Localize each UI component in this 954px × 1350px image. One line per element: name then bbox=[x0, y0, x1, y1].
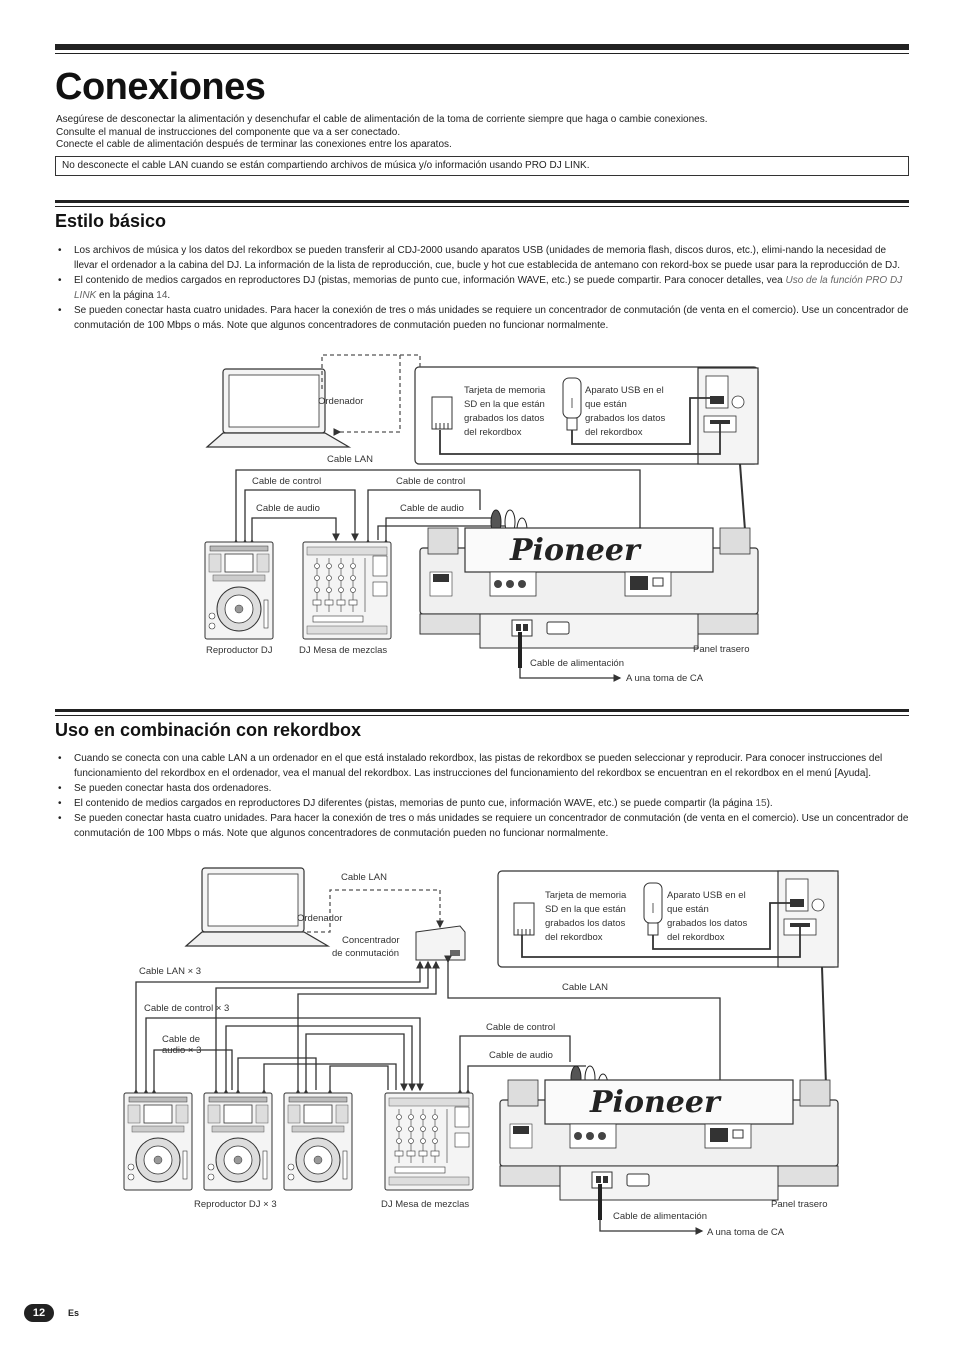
mixer-label: DJ Mesa de mezclas bbox=[299, 645, 387, 656]
svg-text:SD en la que están: SD en la que están bbox=[464, 399, 545, 410]
svg-text:del rekordbox: del rekordbox bbox=[545, 932, 603, 943]
list-item: Se pueden conectar hasta cuatro unidades… bbox=[55, 303, 909, 333]
intro-text: Asegúrese de desconectar la alimentación… bbox=[56, 114, 708, 152]
list-item: Se pueden conectar hasta dos ordenadores… bbox=[55, 781, 909, 796]
svg-text:de conmutación: de conmutación bbox=[332, 948, 399, 959]
lan-cable-right-label: Cable LAN bbox=[562, 982, 608, 993]
control-cable-right-label: Cable de control bbox=[486, 1022, 555, 1033]
page-number: 12 bbox=[24, 1304, 54, 1322]
lan-cable-x3-label: Cable LAN × 3 bbox=[139, 966, 201, 977]
dj-player-icon bbox=[123, 1092, 193, 1191]
ac-outlet-label: A una toma de CA bbox=[626, 673, 704, 684]
section2-bullets: Cuando se conecta con una cable LAN a un… bbox=[55, 751, 909, 841]
mixer-label: DJ Mesa de mezclas bbox=[381, 1199, 469, 1210]
svg-text:Aparato USB en el: Aparato USB en el bbox=[667, 890, 746, 901]
dj-player-x3-label: Reproductor DJ × 3 bbox=[194, 1199, 277, 1210]
dj-player-icon bbox=[283, 1092, 353, 1191]
dj-player-icon bbox=[203, 1092, 273, 1191]
svg-text:Tarjeta de memoria: Tarjeta de memoria bbox=[464, 385, 546, 396]
front-slot-icon bbox=[697, 367, 759, 465]
lan-cable-label: Cable LAN bbox=[327, 454, 373, 465]
computer-icon bbox=[185, 867, 329, 947]
intro-line: Consulte el manual de instrucciones del … bbox=[56, 126, 401, 138]
list-item: Los archivos de música y los datos del r… bbox=[55, 243, 909, 273]
power-cable-label: Cable de alimentación bbox=[613, 1211, 707, 1222]
dj-player-label: Reproductor DJ bbox=[206, 645, 273, 656]
audio-cable-x3-label: Cable de audio × 3 bbox=[162, 1034, 201, 1056]
sd-card-icon bbox=[513, 902, 535, 936]
audio-cable-label-left: Cable de audio bbox=[256, 503, 320, 514]
header-rule-thick bbox=[55, 44, 909, 50]
control-cable-x3-label: Cable de control × 3 bbox=[144, 1003, 229, 1014]
rear-panel-label: Panel trasero bbox=[771, 1199, 828, 1210]
list-item: El contenido de medios cargados en repro… bbox=[55, 796, 909, 811]
svg-text:del rekordbox: del rekordbox bbox=[464, 427, 522, 438]
page-reference[interactable]: 14 bbox=[156, 290, 168, 301]
svg-text:Aparato USB en el: Aparato USB en el bbox=[585, 385, 664, 396]
list-item: El contenido de medios cargados en repro… bbox=[55, 273, 909, 303]
audio-cable-label-right: Cable de audio bbox=[400, 503, 464, 514]
section1-rule-thick bbox=[55, 200, 909, 203]
section1-rule-thin bbox=[55, 206, 909, 207]
cdj-rear-panel-icon bbox=[419, 527, 759, 649]
notice-box: No desconecte el cable LAN cuando se est… bbox=[55, 156, 909, 176]
section2-title: Uso en combinación con rekordbox bbox=[55, 720, 362, 740]
section1-title: Estilo básico bbox=[55, 211, 167, 231]
svg-text:Cable de: Cable de bbox=[162, 1034, 200, 1045]
usb-device-label: Aparato USB en el que están grabados los… bbox=[585, 385, 666, 438]
svg-text:grabados los datos: grabados los datos bbox=[545, 918, 626, 929]
computer-icon bbox=[206, 368, 350, 448]
intro-line: Asegúrese de desconectar la alimentación… bbox=[56, 114, 708, 125]
lan-cable-top-label: Cable LAN bbox=[341, 872, 387, 883]
usb-device-label: Aparato USB en el que están grabados los… bbox=[667, 890, 748, 943]
control-cable-label-right: Cable de control bbox=[396, 476, 465, 487]
intro-line: Conecte el cable de alimentación después… bbox=[56, 139, 452, 150]
svg-text:del rekordbox: del rekordbox bbox=[585, 427, 643, 438]
hub-label: Concentrador de conmutación bbox=[332, 935, 400, 959]
svg-text:Tarjeta de memoria: Tarjeta de memoria bbox=[545, 890, 627, 901]
mixer-icon bbox=[302, 541, 392, 640]
svg-text:que están: que están bbox=[585, 399, 627, 410]
diagram-rekordbox: Ordenador Cable LAN Concentrador de conm… bbox=[123, 867, 839, 1238]
power-cable-label: Cable de alimentación bbox=[530, 658, 624, 669]
ac-outlet-label: A una toma de CA bbox=[707, 1227, 785, 1238]
section2-rule-thin bbox=[55, 715, 909, 716]
audio-cable-right-label: Cable de audio bbox=[489, 1050, 553, 1061]
svg-text:SD en la que están: SD en la que están bbox=[545, 904, 626, 915]
svg-text:grabados los datos: grabados los datos bbox=[464, 413, 545, 424]
sd-card-label: Tarjeta de memoria SD en la que están gr… bbox=[545, 890, 627, 943]
header-rule-thin bbox=[55, 53, 909, 54]
rear-panel-label: Panel trasero bbox=[693, 644, 750, 655]
cdj-rear-panel-icon bbox=[499, 1079, 839, 1201]
list-item: Se pueden conectar hasta cuatro unidades… bbox=[55, 811, 909, 841]
svg-text:Concentrador: Concentrador bbox=[342, 935, 400, 946]
front-slot-icon bbox=[777, 870, 839, 968]
page-title: Conexiones bbox=[55, 66, 266, 108]
svg-text:grabados los datos: grabados los datos bbox=[585, 413, 666, 424]
section2-rule-thick bbox=[55, 709, 909, 712]
control-cable-label-left: Cable de control bbox=[252, 476, 321, 487]
dj-player-icon bbox=[204, 541, 274, 640]
list-item: Cuando se conecta con una cable LAN a un… bbox=[55, 751, 909, 781]
computer-label: Ordenador bbox=[318, 396, 363, 407]
sd-card-label: Tarjeta de memoria SD en la que están gr… bbox=[464, 385, 546, 438]
svg-text:que están: que están bbox=[667, 904, 709, 915]
computer-label: Ordenador bbox=[297, 913, 342, 924]
page-reference[interactable]: 15 bbox=[755, 798, 767, 809]
mixer-icon bbox=[384, 1092, 474, 1191]
pro-dj-link-reference[interactable]: Uso de la función PRO DJ LINK bbox=[74, 275, 903, 301]
sd-card-icon bbox=[431, 396, 453, 430]
svg-text:grabados los datos: grabados los datos bbox=[667, 918, 748, 929]
language-code: Es bbox=[68, 1308, 80, 1318]
diagram-basic-style: Ordenador Tarjeta de memoria SD en la qu… bbox=[204, 354, 759, 684]
svg-text:del rekordbox: del rekordbox bbox=[667, 932, 725, 943]
section1-bullets: Los archivos de música y los datos del r… bbox=[55, 243, 909, 333]
